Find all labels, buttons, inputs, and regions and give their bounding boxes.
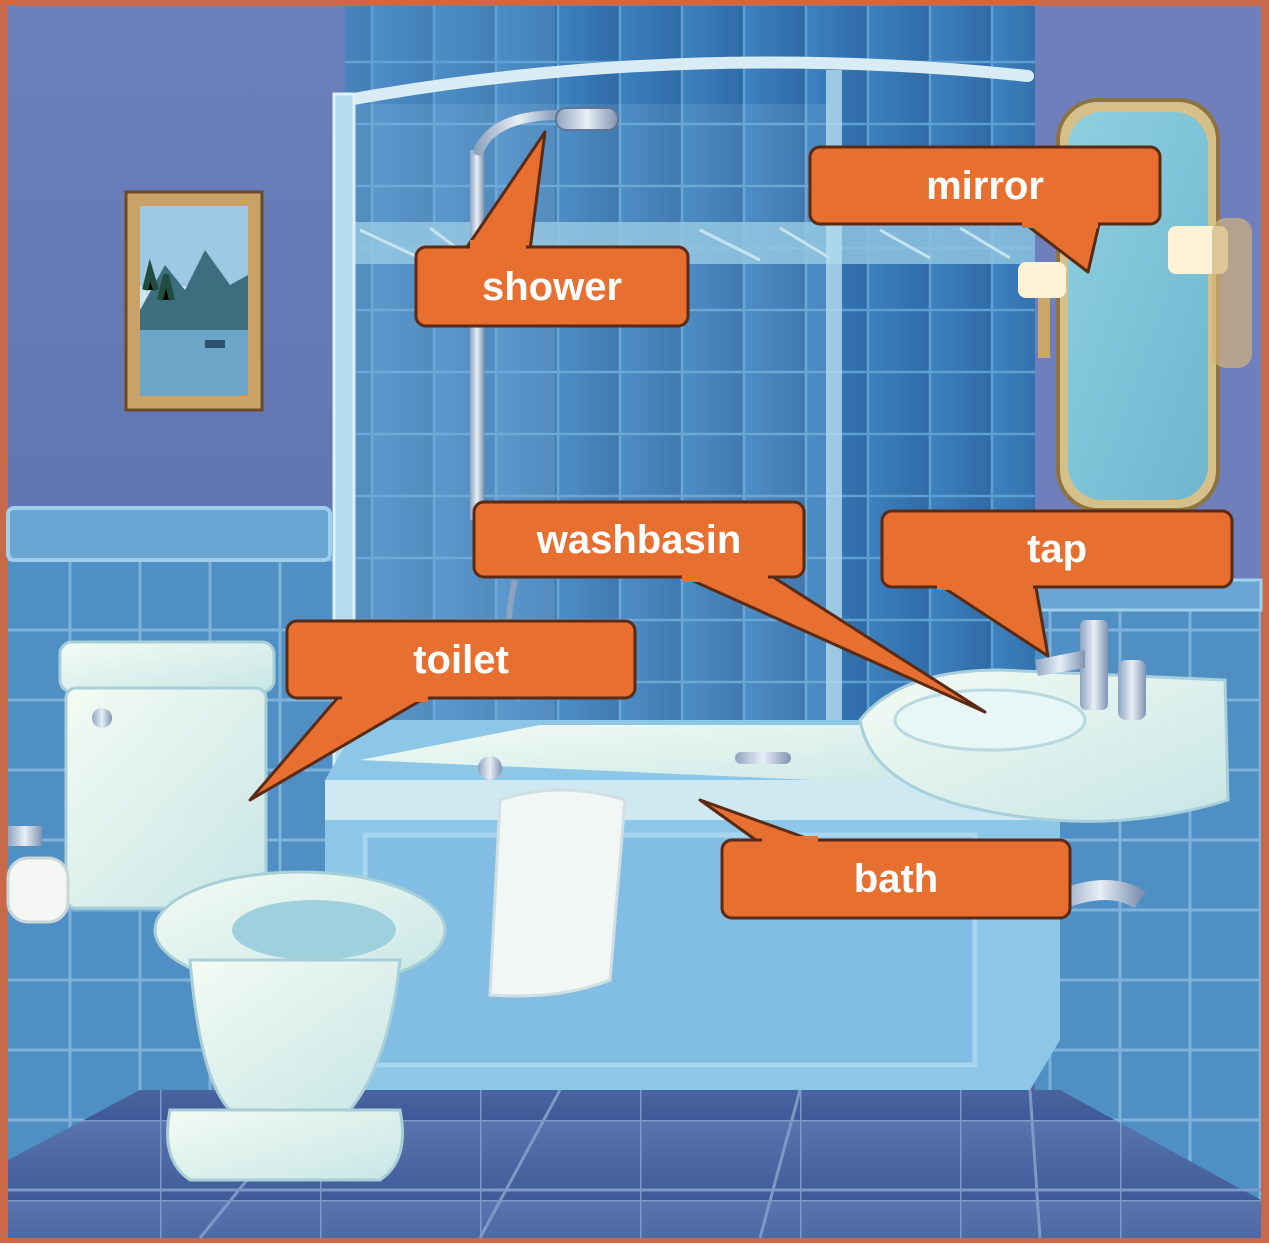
label-shower: shower [482, 265, 622, 309]
label-bath: bath [854, 857, 938, 901]
label-tap: tap [1027, 527, 1087, 571]
label-washbasin: washbasin [536, 518, 742, 562]
label-toilet: toilet [413, 638, 509, 682]
label-mirror: mirror [926, 164, 1044, 208]
towel [490, 790, 625, 996]
framed-picture [126, 192, 262, 410]
